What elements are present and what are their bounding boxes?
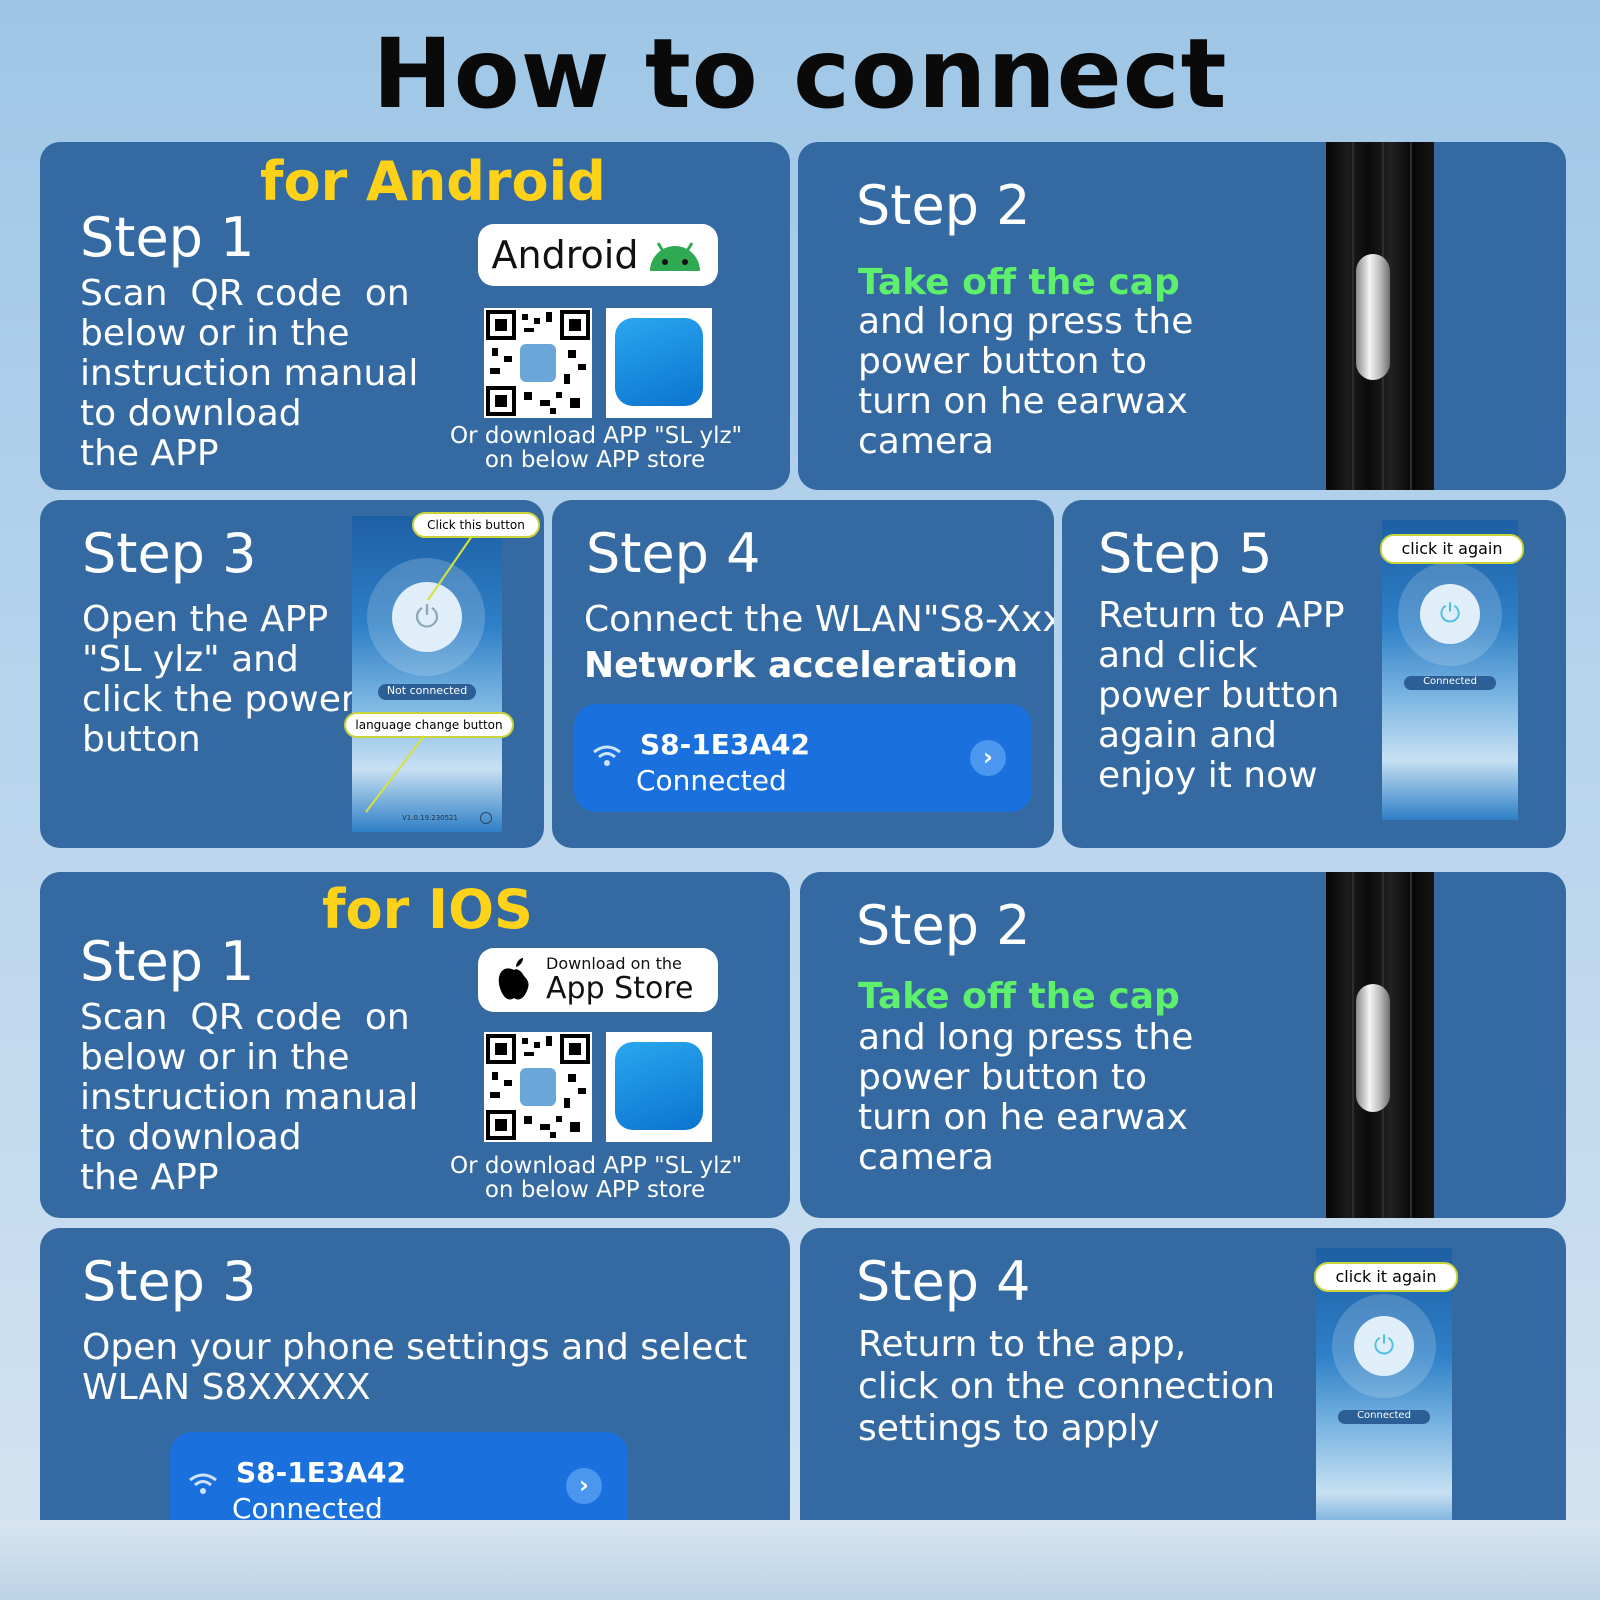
android-step3-panel: Step 3 Open the APP "SL ylz" and click t…	[40, 500, 544, 848]
help-icon[interactable]	[480, 812, 492, 824]
platform-label-ios: for IOS	[322, 878, 533, 941]
earwax-camera-device	[1326, 142, 1434, 490]
power-button[interactable]: ⏻	[1420, 584, 1480, 644]
step-heading: Step 4	[586, 522, 761, 585]
app-icon[interactable]	[606, 1032, 712, 1142]
android-badge[interactable]: Android	[478, 224, 718, 286]
chevron-right-icon[interactable]: ›	[970, 740, 1006, 776]
wifi-ssid: S8-1E3A42	[640, 728, 810, 761]
phone-version: V1.0.19.230521	[402, 814, 458, 822]
step-description: Return to the app, click on the connecti…	[858, 1324, 1276, 1449]
power-button[interactable]: ⏻	[392, 582, 462, 652]
android-badge-label: Android	[491, 233, 639, 277]
step-heading: Step 5	[1098, 522, 1273, 585]
app-store-badge[interactable]: Download on the App Store	[478, 948, 718, 1012]
connection-status: Not connected	[378, 684, 476, 700]
page-title: How to connect	[372, 18, 1228, 130]
connection-status: Connected	[1404, 676, 1496, 690]
step-description: Open your phone settings and select WLAN…	[82, 1327, 748, 1408]
callout-click-again: click it again	[1314, 1262, 1458, 1292]
step-description: Scan QR code on below or in the instruct…	[80, 273, 419, 474]
qr-code[interactable]	[484, 1032, 592, 1142]
wifi-network-card[interactable]: S8-1E3A42 Connected ›	[574, 704, 1032, 812]
step-heading: Step 1	[80, 930, 255, 993]
phone-screenshot: ⏻ Connected	[1316, 1248, 1452, 1554]
ios-step4-panel: Step 4 Return to the app, click on the c…	[800, 1228, 1566, 1570]
app-store-badge-large: App Store	[546, 971, 694, 1006]
phone-screenshot: ⏻ Not connected V1.0.19.230521	[352, 516, 502, 832]
earwax-camera-device	[1326, 872, 1434, 1218]
android-robot-icon	[650, 242, 701, 271]
step-heading: Step 3	[82, 1250, 257, 1313]
step-description: and long press the power button to turn …	[858, 301, 1194, 462]
callout-click-again: click it again	[1380, 534, 1524, 564]
chevron-right-icon[interactable]: ›	[566, 1468, 602, 1504]
android-step5-panel: Step 5 Return to APP and click power but…	[1062, 500, 1566, 848]
step-heading: Step 4	[856, 1250, 1031, 1313]
callout-language-button: language change button	[344, 712, 514, 738]
wifi-ssid: S8-1E3A42	[236, 1456, 406, 1489]
wifi-status: Connected	[636, 764, 787, 797]
step-description: Open the APP "SL ylz" and click the powe…	[82, 599, 356, 760]
step-heading: Step 3	[82, 522, 257, 585]
step-heading: Step 2	[856, 174, 1031, 237]
ios-step1-panel: for IOS Step 1 Scan QR code on below or …	[40, 872, 790, 1218]
connection-status: Connected	[1338, 1410, 1430, 1424]
step-description-line1: Connect the WLAN"S8-XxxX	[584, 599, 1054, 640]
step-highlight: Take off the cap	[858, 976, 1180, 1017]
download-note: Or download APP "SL ylz" on below APP st…	[450, 423, 743, 473]
step-description-line2: Network acceleration	[584, 645, 1019, 686]
power-icon	[1356, 254, 1390, 380]
step-highlight: Take off the cap	[858, 262, 1180, 303]
apple-logo-icon	[498, 958, 529, 1000]
qr-code[interactable]	[484, 308, 592, 418]
power-icon	[1356, 984, 1390, 1112]
callout-lines	[365, 535, 473, 813]
android-step2-panel: Step 2 Take off the cap and long press t…	[798, 142, 1566, 490]
app-icon[interactable]	[606, 308, 712, 418]
wifi-icon	[189, 1473, 217, 1494]
phone-screenshot: ⏻ Connected	[1382, 520, 1518, 820]
step-description: Scan QR code on below or in the instruct…	[80, 997, 419, 1198]
download-note: Or download APP "SL ylz" on below APP st…	[450, 1153, 743, 1203]
wifi-icon	[593, 745, 621, 766]
callout-click-button: Click this button	[412, 512, 540, 538]
android-step1-panel: for Android Step 1 Scan QR code on below…	[40, 142, 790, 490]
wifi-status: Connected	[232, 1492, 383, 1525]
background-ground	[0, 1520, 1600, 1600]
android-step4-panel: Step 4 Connect the WLAN"S8-XxxX Network …	[552, 500, 1054, 848]
platform-label-android: for Android	[260, 150, 606, 213]
step-heading: Step 2	[856, 894, 1031, 957]
step-heading: Step 1	[80, 206, 255, 269]
step-description: and long press the power button to turn …	[858, 1017, 1194, 1178]
power-button[interactable]: ⏻	[1354, 1316, 1414, 1376]
ios-step3-panel: Step 3 Open your phone settings and sele…	[40, 1228, 790, 1570]
step-description: Return to APP and click power button aga…	[1098, 595, 1345, 796]
app-store-badge-small: Download on the	[546, 954, 682, 973]
ios-step2-panel: Step 2 Take off the cap and long press t…	[800, 872, 1566, 1218]
